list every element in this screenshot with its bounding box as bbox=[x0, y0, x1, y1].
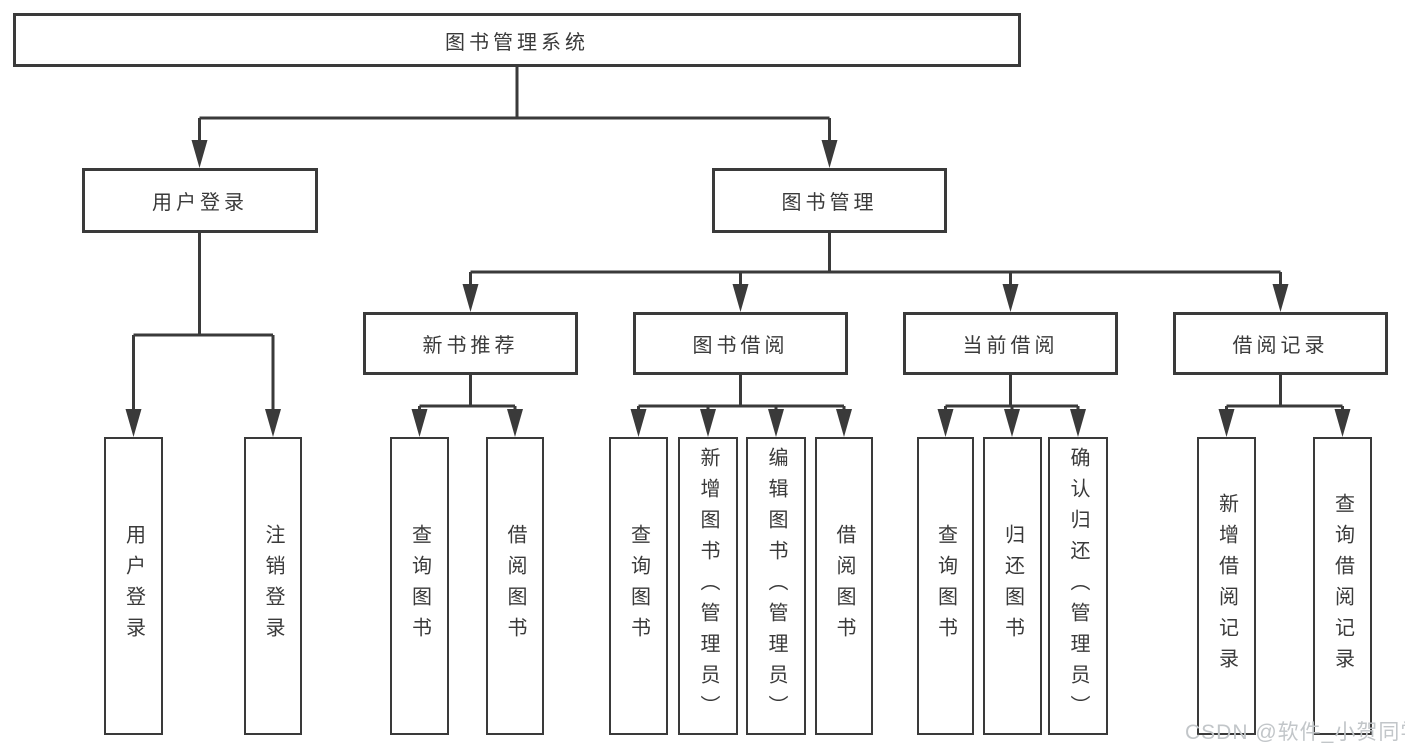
leaf-label: 查询图书 bbox=[627, 524, 650, 648]
leaf-logout: 注销登录 bbox=[244, 437, 302, 735]
leaf-return-books: 归还图书 bbox=[983, 437, 1042, 735]
leaf-borrow-books-recommend: 借阅图书 bbox=[486, 437, 544, 735]
arrowheads bbox=[125, 140, 1351, 437]
node-label: 新书推荐 bbox=[422, 335, 519, 357]
leaf-query-borrowing-record: 查询借阅记录 bbox=[1313, 437, 1372, 735]
leaf-label: 新增图书（管理员） bbox=[697, 446, 719, 726]
node-new-book-recommendation: 新书推荐 bbox=[363, 312, 578, 375]
node-book-borrowing: 图书借阅 bbox=[633, 312, 848, 375]
node-borrowing-records: 借阅记录 bbox=[1173, 312, 1388, 375]
leaf-label: 用户登录 bbox=[122, 524, 145, 648]
leaf-borrow-books-borrowing: 借阅图书 bbox=[815, 437, 873, 735]
leaf-label: 归还图书 bbox=[1001, 524, 1024, 648]
node-label: 图书管理 bbox=[781, 192, 878, 214]
leaf-confirm-return-admin: 确认归还（管理员） bbox=[1048, 437, 1108, 735]
leaf-label: 注销登录 bbox=[262, 524, 284, 648]
node-label: 图书借阅 bbox=[692, 335, 789, 357]
node-user-login-module: 用户登录 bbox=[82, 168, 318, 233]
leaf-label: 查询图书 bbox=[408, 524, 431, 648]
leaf-edit-books-admin: 编辑图书（管理员） bbox=[746, 437, 806, 735]
leaf-query-books-current: 查询图书 bbox=[917, 437, 974, 735]
leaf-query-books-recommend: 查询图书 bbox=[390, 437, 449, 735]
leaf-label: 查询借阅记录 bbox=[1331, 493, 1354, 679]
leaf-user-login: 用户登录 bbox=[104, 437, 163, 735]
node-label: 借阅记录 bbox=[1232, 335, 1329, 357]
leaf-add-borrowing-record: 新增借阅记录 bbox=[1197, 437, 1256, 735]
leaf-label: 编辑图书（管理员） bbox=[765, 446, 787, 726]
csdn-watermark: CSDN @软件_小贺同学 bbox=[1185, 721, 1405, 744]
node-book-management-module: 图书管理 bbox=[712, 168, 947, 233]
leaf-label: 借阅图书 bbox=[504, 524, 526, 648]
node-label: 图书管理系统 bbox=[445, 31, 589, 54]
node-label: 当前借阅 bbox=[962, 335, 1059, 357]
node-library-management-system: 图书管理系统 bbox=[13, 13, 1021, 67]
leaf-label: 查询图书 bbox=[934, 524, 957, 648]
node-current-borrowing: 当前借阅 bbox=[903, 312, 1118, 375]
leaf-label: 借阅图书 bbox=[833, 524, 855, 648]
leaf-label: 确认归还（管理员） bbox=[1067, 446, 1089, 726]
node-label: 用户登录 bbox=[152, 192, 248, 214]
leaf-label: 新增借阅记录 bbox=[1215, 493, 1238, 679]
leaf-query-books-borrowing: 查询图书 bbox=[609, 437, 668, 735]
leaf-add-books-admin: 新增图书（管理员） bbox=[678, 437, 738, 735]
